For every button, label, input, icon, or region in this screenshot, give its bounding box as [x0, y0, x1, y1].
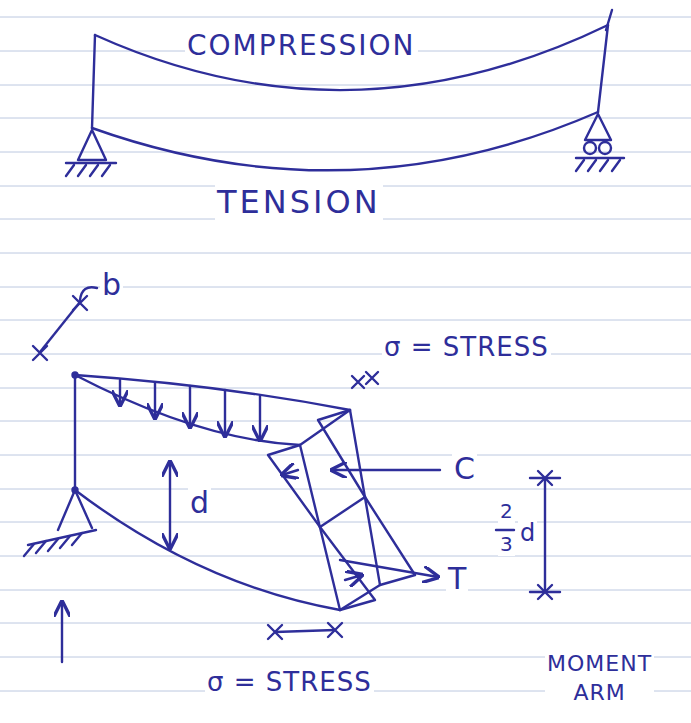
stress-marks — [268, 372, 378, 639]
moment-arm-note: MOMENT ARM — [545, 650, 654, 707]
force-label: T — [446, 562, 468, 597]
beam-note: COMPRESSION — [185, 30, 418, 62]
moment-arm-dimension — [496, 471, 560, 599]
paper-lines — [0, 17, 691, 691]
simple-beam — [92, 10, 612, 170]
fraction-number: 3 — [498, 533, 515, 556]
beam-segment — [73, 373, 351, 611]
cut-section — [268, 410, 415, 610]
stress-note: σ = STRESS — [205, 668, 374, 698]
roller-support — [576, 114, 624, 171]
fraction-number: 2 — [498, 500, 515, 523]
dimension-label: d — [188, 486, 211, 521]
beam-note: TENSION — [215, 184, 383, 221]
stress-note: σ = STRESS — [382, 333, 551, 363]
width-dimension — [33, 287, 97, 360]
dimension-label: d — [518, 520, 537, 548]
pin-support — [66, 130, 116, 176]
depth-dimension — [169, 462, 171, 548]
dimension-label: b — [100, 268, 123, 303]
stress-resultants — [332, 470, 440, 577]
force-label: C — [452, 452, 477, 487]
fixed-support — [24, 490, 96, 662]
distributed-load — [120, 380, 260, 440]
